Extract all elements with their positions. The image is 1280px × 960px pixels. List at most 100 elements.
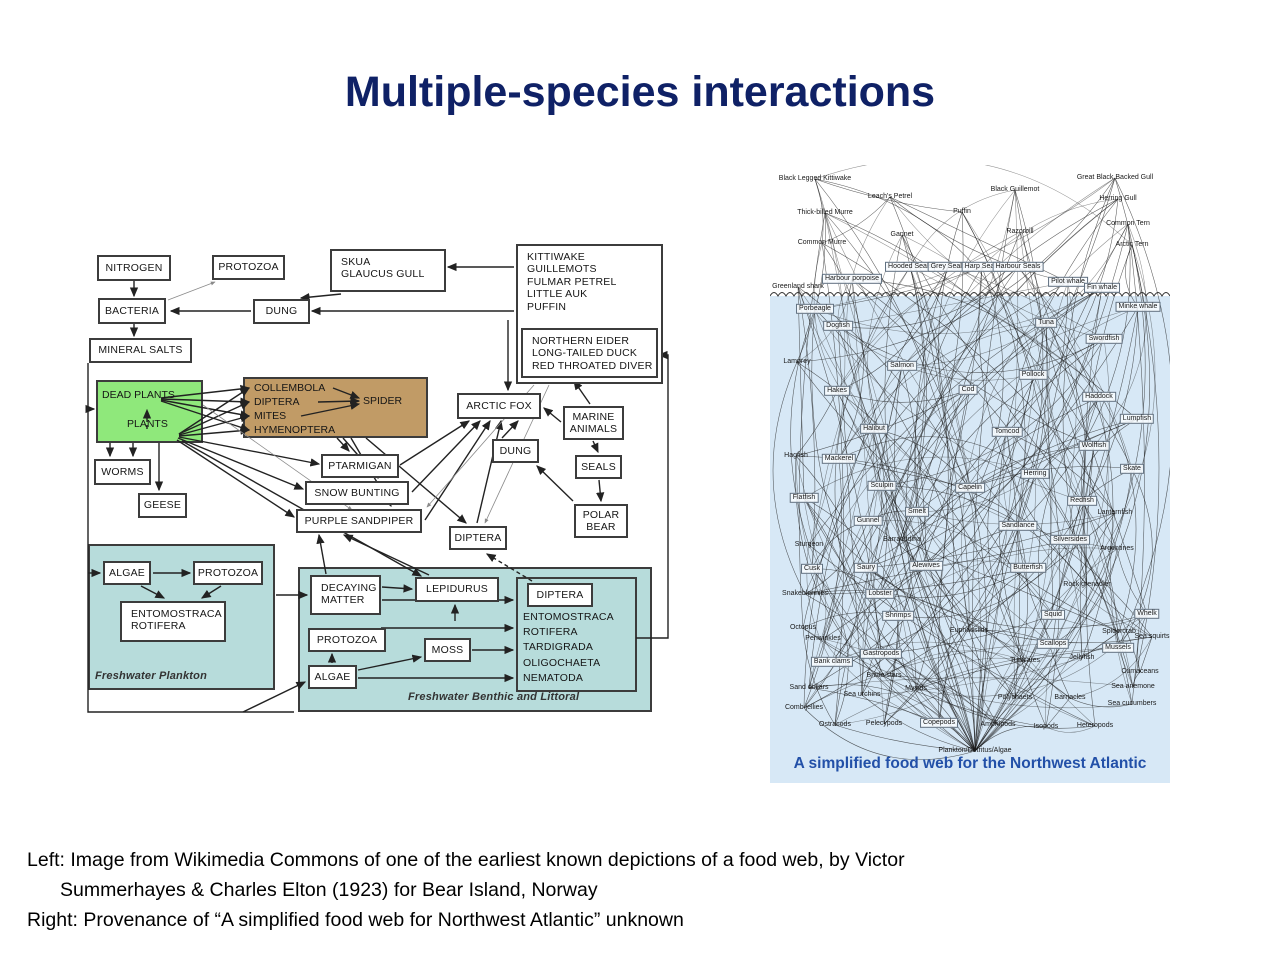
species-label: Polychaets: [997, 693, 1033, 701]
food-web-arrow: [167, 281, 216, 301]
food-web-arrow: [381, 584, 414, 593]
diagram-label: COLLEMBOLA: [254, 382, 326, 394]
diagram-label: HYMENOPTERA: [254, 424, 336, 436]
atlantic-caption: A simplified food web for the Northwest …: [793, 755, 1147, 772]
diptera-aquatic-label: DIPTERA: [536, 588, 584, 601]
species-label: Puffin: [953, 207, 971, 215]
web-edge: [802, 627, 836, 726]
species-label: Shrimps: [882, 610, 914, 622]
web-edge: [1014, 189, 1118, 550]
web-edge: [814, 178, 970, 632]
species-label: Barracudina: [883, 535, 921, 543]
species-label: Cod: [958, 384, 978, 396]
web-edge: [814, 308, 1096, 727]
arctic-fox-label: ARCTIC FOX: [466, 399, 532, 412]
species-label: Lobster: [865, 588, 895, 600]
food-web-arrow: [178, 401, 251, 435]
web-edge: [1069, 418, 1138, 541]
species-label: Thick-billed Murre: [797, 208, 853, 216]
species-label: Pilot whale: [1048, 276, 1088, 288]
species-label: Amphipods: [980, 720, 1016, 728]
food-web-arrow: [160, 399, 251, 419]
web-edge: [803, 643, 1054, 709]
species-label: Herring: [1020, 468, 1050, 480]
species-label: Gunnel: [853, 515, 883, 527]
web-edge: [795, 455, 882, 655]
food-web-connector: [242, 681, 307, 713]
species-label: Smelt: [905, 506, 929, 518]
seabirds-label: PUFFIN: [527, 300, 567, 313]
food-web-connector: [87, 363, 294, 713]
web-edge: [1139, 636, 1153, 673]
web-edge: [804, 567, 1029, 595]
box-worms: WORMS: [94, 459, 151, 485]
species-label: Brittle stars: [866, 671, 902, 679]
species-label: Tunicates: [1009, 656, 1041, 664]
nitrogen-label: NITROGEN: [105, 261, 163, 274]
skua-gull-label: GLAUCUS GULL: [341, 268, 425, 281]
species-label: Haddock: [1082, 391, 1116, 403]
box-protozoa-plankton: PROTOZOA: [193, 561, 263, 585]
web-edge: [914, 266, 999, 726]
web-edge: [881, 189, 1016, 487]
web-edge: [837, 325, 1034, 381]
web-edge: [901, 539, 1120, 633]
web-edge: [822, 638, 940, 724]
web-edge: [947, 266, 1105, 340]
web-edge: [867, 520, 1054, 616]
species-label: Pelecypods: [865, 719, 903, 727]
species-label: Periwinkles: [805, 634, 841, 642]
web-edge: [803, 497, 1153, 643]
protozoa-benthic-label: PROTOZOA: [316, 633, 378, 646]
box-seals: SEALS: [575, 455, 622, 479]
food-web-connector: [636, 350, 669, 639]
web-edge: [803, 281, 1069, 709]
food-web-arrow: [317, 397, 361, 406]
species-label: Octopus: [789, 623, 817, 631]
web-edge: [803, 497, 999, 726]
web-edge: [804, 590, 1026, 662]
species-label: Whelk: [1134, 608, 1160, 620]
web-edge: [974, 660, 1026, 752]
lepidurus-label: LEPIDURUS: [426, 583, 488, 596]
web-edge: [974, 726, 1047, 752]
species-label: Snakeblennies: [782, 589, 828, 597]
web-edge: [974, 244, 1150, 752]
web-edge: [796, 212, 826, 363]
web-edge: [961, 211, 1061, 728]
web-edge: [808, 684, 976, 752]
food-web-arrow: [411, 420, 481, 493]
web-edge: [897, 539, 1071, 619]
web-edge: [804, 520, 869, 595]
species-label: Silversides: [1050, 534, 1090, 546]
web-edge: [861, 266, 983, 696]
food-web-arrow: [300, 401, 361, 417]
web-edge: [865, 512, 1116, 569]
web-edge: [861, 657, 1083, 696]
species-label: Minke whale: [1115, 301, 1161, 313]
web-edge: [836, 266, 949, 392]
web-edge: [811, 266, 911, 570]
web-edge: [814, 165, 1133, 246]
soil-insects-box: [243, 377, 428, 438]
diagram-label: Freshwater Benthic and Littoral: [408, 691, 580, 703]
seabirds-label: KITTIWAKE: [527, 251, 585, 263]
box-protozoa-top: PROTOZOA: [212, 255, 285, 280]
species-label: Lanternfish: [1097, 508, 1133, 516]
web-edge: [831, 525, 1019, 663]
species-label: Ostracods: [819, 720, 851, 728]
food-web-arrow: [596, 479, 605, 503]
food-web-arrow: [160, 400, 251, 432]
snow-bunting-label: SNOW BUNTING: [314, 486, 400, 499]
food-web-arrow: [177, 437, 305, 490]
web-edge: [901, 266, 1019, 367]
web-edge: [795, 390, 838, 457]
web-edge: [938, 567, 1029, 724]
web-edge: [811, 568, 899, 617]
species-label: Sandlance: [998, 520, 1038, 532]
box-protozoa-benthic: PROTOZOA: [308, 628, 386, 652]
species-label: Cumaceans: [1121, 667, 1159, 675]
web-edge: [968, 630, 984, 752]
